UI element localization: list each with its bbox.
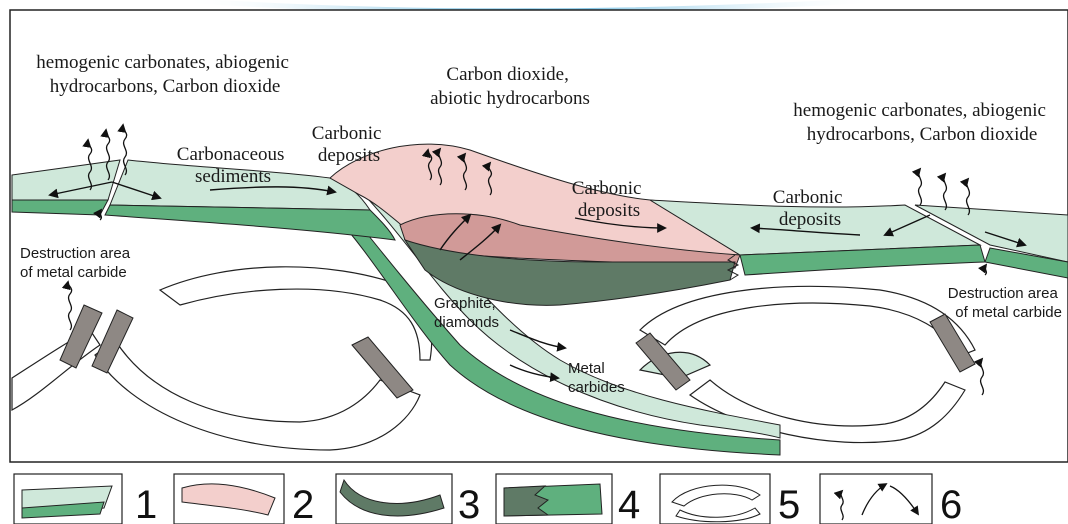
left-plate-dark: [12, 200, 108, 215]
legend-number-2: 2: [292, 483, 314, 524]
legend-box-6: [820, 474, 932, 524]
legend-number-5: 5: [778, 483, 800, 524]
legend-number-6: 6: [940, 483, 962, 524]
legend-number-1: 1: [135, 483, 157, 524]
legend-number-3: 3: [458, 483, 480, 524]
legend-number-4: 4: [618, 483, 640, 524]
legend: 1 2 3 4 5 6: [14, 474, 962, 524]
